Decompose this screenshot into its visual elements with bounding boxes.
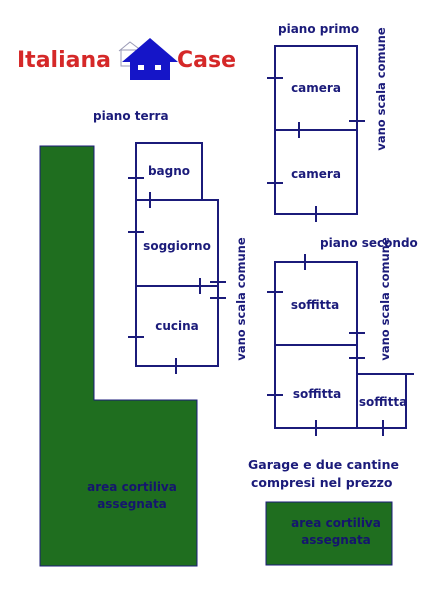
room-label-soffitta-2: soffitta <box>292 387 342 401</box>
garden-area-right <box>265 501 393 566</box>
stair-label-ground-floor: vano scala comune <box>234 237 248 361</box>
house-icon <box>118 38 178 80</box>
room-label-bagno: bagno <box>147 164 191 178</box>
garage-note: Garage e due cantine compresi nel prezzo <box>248 456 399 492</box>
garden-area-left <box>39 145 198 567</box>
room-label-soffitta-1: soffitta <box>290 298 340 312</box>
stair-label-second-floor: vano scala comune <box>378 237 392 361</box>
garage-note-line1: Garage e due cantine <box>248 457 399 472</box>
garden-label-left-line1: area cortiliva <box>87 480 177 494</box>
garden-label-right: area cortiliva assegnata <box>291 515 381 549</box>
garden-label-left: area cortiliva assegnata <box>87 479 177 513</box>
room-label-camera-2: camera <box>291 167 341 181</box>
garden-label-right-line1: area cortiliva <box>291 516 381 530</box>
logo: Italiana Case <box>14 38 244 86</box>
room-label-soggiorno: soggiorno <box>143 239 211 253</box>
room-label-cucina: cucina <box>155 319 199 333</box>
logo-text-case: Case <box>177 48 237 73</box>
garden-label-right-line2: assegnata <box>301 533 371 547</box>
floor-heading-ground: piano terra <box>93 109 169 123</box>
room-label-soffitta-3: soffitta <box>358 395 408 409</box>
room-label-camera-1: camera <box>291 81 341 95</box>
garage-note-line2: compresi nel prezzo <box>251 475 393 490</box>
logo-text-italiana: Italiana <box>17 48 111 73</box>
floor-heading-first: piano primo <box>278 22 360 36</box>
garden-label-left-line2: assegnata <box>97 497 167 511</box>
stair-label-first-floor: vano scala comune <box>374 27 388 151</box>
floor-heading-second: piano secondo <box>320 236 418 250</box>
